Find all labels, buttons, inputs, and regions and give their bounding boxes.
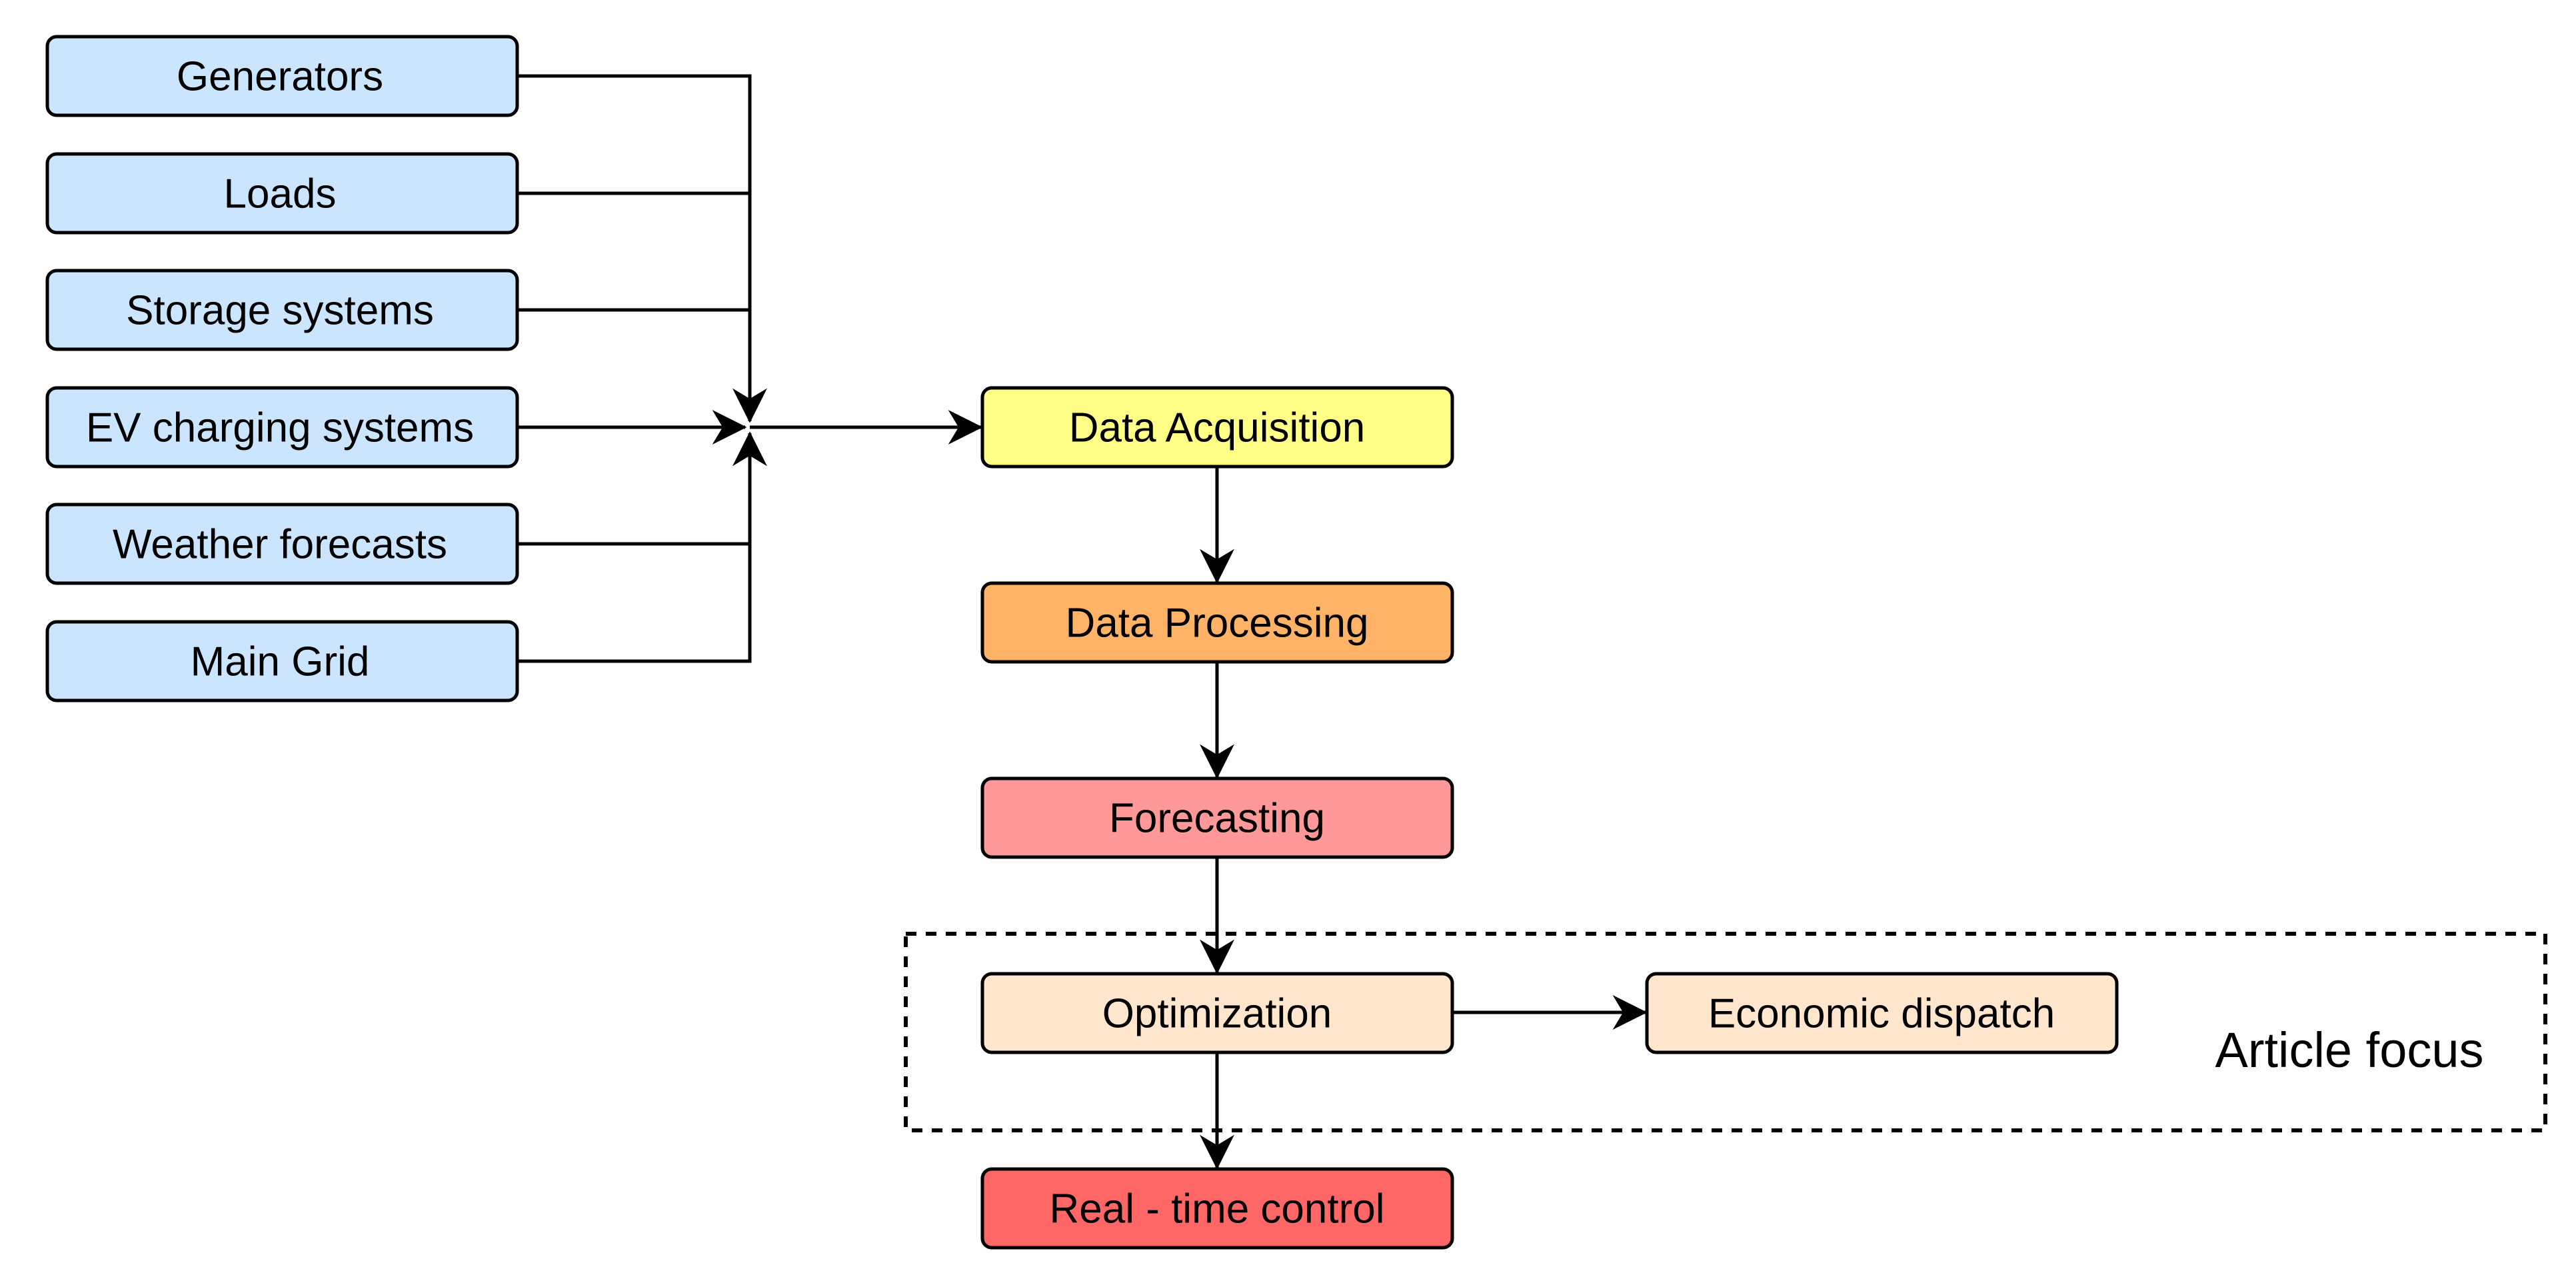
pipeline-nodes: Data Acquisition Data Processing Forecas… — [980, 386, 2119, 1250]
source-label-weather-forecasts: Weather forecasts — [113, 522, 447, 568]
connector-main-grid — [517, 431, 767, 663]
source-node-generators: Generators — [45, 35, 519, 117]
source-nodes: Generators Loads Storage systems EV char… — [45, 35, 519, 702]
source-label-generators: Generators — [177, 54, 383, 100]
node-forecasting: Forecasting — [980, 776, 1454, 859]
label-data-acquisition: Data Acquisition — [1069, 405, 1366, 451]
source-label-ev-charging-systems: EV charging systems — [86, 405, 474, 451]
node-optimization: Optimization — [980, 972, 1454, 1054]
source-node-storage-systems: Storage systems — [45, 269, 519, 351]
article-focus-label: Article focus — [2215, 1022, 2483, 1078]
node-data-processing: Data Processing — [980, 581, 1454, 664]
label-forecasting: Forecasting — [1109, 796, 1325, 842]
node-economic-dispatch: Economic dispatch — [1645, 972, 2119, 1054]
source-node-main-grid: Main Grid — [45, 620, 519, 702]
node-data-acquisition: Data Acquisition — [980, 386, 1454, 469]
source-node-ev-charging-systems: EV charging systems — [45, 386, 519, 469]
connector-generators — [517, 74, 767, 423]
node-real-time-control: Real - time control — [980, 1167, 1454, 1250]
pipeline-connectors — [1200, 467, 1648, 1170]
source-label-loads: Loads — [224, 171, 337, 217]
label-economic-dispatch: Economic dispatch — [1708, 991, 2055, 1037]
article-focus-region: Article focus — [904, 932, 2547, 1132]
label-real-time-control: Real - time control — [1049, 1186, 1384, 1232]
source-label-main-grid: Main Grid — [191, 639, 370, 685]
label-optimization: Optimization — [1102, 991, 1332, 1037]
source-connectors — [517, 74, 983, 663]
source-node-weather-forecasts: Weather forecasts — [45, 503, 519, 585]
source-node-loads: Loads — [45, 152, 519, 235]
label-data-processing: Data Processing — [1066, 601, 1369, 646]
source-label-storage-systems: Storage systems — [126, 288, 434, 334]
